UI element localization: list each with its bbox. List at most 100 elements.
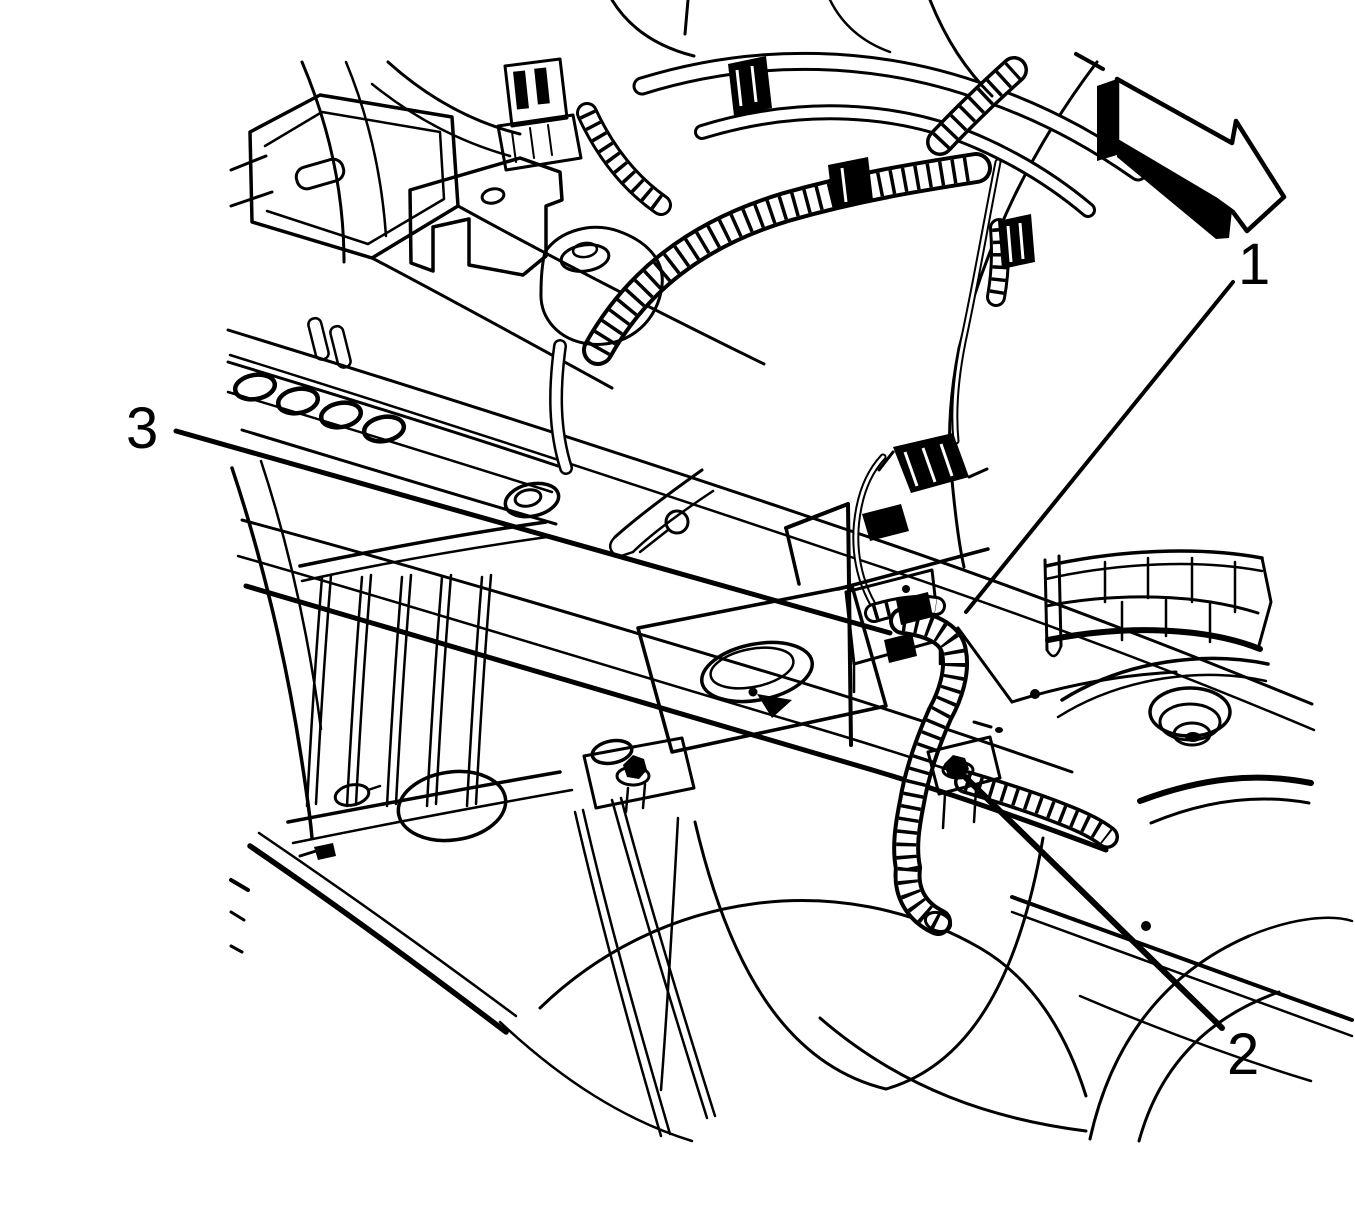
line-art — [748, 687, 758, 697]
line-art — [862, 504, 909, 541]
line-art — [539, 225, 664, 346]
left-support-structure — [229, 459, 717, 1138]
battery-tray-structure — [226, 60, 766, 526]
line-art — [631, 489, 715, 554]
line-art — [228, 353, 1316, 732]
line-art — [1056, 673, 1268, 719]
line-art — [941, 787, 978, 830]
line-art — [333, 783, 371, 807]
line-art — [610, 798, 709, 1120]
line-art — [240, 518, 1074, 774]
line-art — [275, 386, 321, 416]
line-art — [232, 372, 278, 402]
line-art — [226, 360, 560, 468]
line-art — [1010, 895, 1354, 1022]
line-art — [828, 157, 873, 208]
line-art — [1185, 732, 1201, 742]
line-art — [559, 243, 611, 273]
line-art — [248, 93, 460, 260]
line-art — [503, 57, 569, 128]
line-art — [229, 154, 268, 172]
line-art — [456, 204, 766, 366]
line-art — [735, 65, 758, 107]
line-art — [511, 124, 553, 163]
line-art — [664, 509, 690, 535]
line-art — [513, 488, 543, 508]
line-art — [610, 0, 696, 58]
line-art — [784, 526, 801, 586]
line-art — [240, 428, 558, 526]
harness-connector-c — [828, 157, 873, 208]
line-art — [1010, 910, 1354, 1038]
line-art — [1057, 554, 1063, 648]
line-art — [571, 241, 599, 259]
line-art — [366, 784, 382, 792]
line-art — [386, 60, 522, 136]
line-art — [659, 816, 680, 1092]
line-art — [828, 0, 892, 54]
line-art — [956, 626, 1014, 704]
callout-3-leader — [173, 428, 893, 636]
line-art — [893, 433, 969, 493]
line-art — [259, 459, 323, 731]
line-art — [300, 60, 346, 264]
line-art — [1078, 994, 1313, 1083]
line-art — [305, 573, 333, 808]
callout-1-leader — [964, 280, 1235, 614]
pointer-flag-outline — [784, 502, 853, 747]
bolt-bracket — [582, 736, 696, 810]
line-art — [928, 0, 994, 98]
line-art — [230, 466, 314, 840]
body-mount-bushing — [1148, 686, 1232, 747]
callouts: 1 2 3 — [126, 232, 1270, 1087]
line-art — [513, 70, 529, 110]
engine-harness-top — [496, 0, 1138, 541]
line-art — [638, 528, 670, 554]
line-art — [498, 1020, 694, 1143]
line-art — [1006, 222, 1025, 263]
line-art — [1172, 721, 1212, 747]
callout-2-label: 2 — [1227, 1022, 1259, 1087]
harness-connector-b — [728, 56, 772, 116]
line-art — [361, 414, 407, 444]
line-art — [923, 910, 953, 934]
line-art — [229, 910, 246, 954]
line-art — [1137, 990, 1281, 1143]
line-art — [298, 849, 318, 858]
line-art — [226, 328, 1314, 706]
line-art — [683, 0, 690, 36]
line-art — [431, 217, 471, 229]
line-art — [693, 820, 1045, 1091]
line-art — [941, 760, 975, 780]
line-art — [370, 256, 614, 390]
line-art — [903, 443, 954, 487]
arrow-side-bottom — [1117, 141, 1232, 239]
line-art — [286, 770, 562, 824]
line-art — [344, 60, 388, 238]
line-art — [1045, 627, 1263, 652]
line-art — [1044, 549, 1264, 568]
line-art — [1247, 916, 1354, 938]
line-art — [818, 1016, 1088, 1133]
line-art — [370, 82, 512, 158]
line-art — [902, 585, 910, 593]
line-art — [836, 547, 990, 591]
line-art — [573, 810, 663, 1138]
line-art — [1137, 774, 1314, 804]
line-art — [877, 450, 989, 479]
frame-crossmember — [226, 328, 1316, 853]
reservoir-boss — [539, 225, 664, 346]
line-art — [1088, 934, 1251, 1141]
line-art — [998, 214, 1035, 269]
line-art — [318, 400, 364, 430]
line-art — [229, 878, 250, 892]
line-art — [884, 633, 917, 663]
line-art — [728, 56, 772, 116]
line-art — [314, 843, 336, 860]
line-art — [291, 788, 574, 845]
harness-connector-a — [496, 57, 583, 172]
line-art — [257, 831, 518, 1018]
line-art — [1256, 556, 1273, 651]
